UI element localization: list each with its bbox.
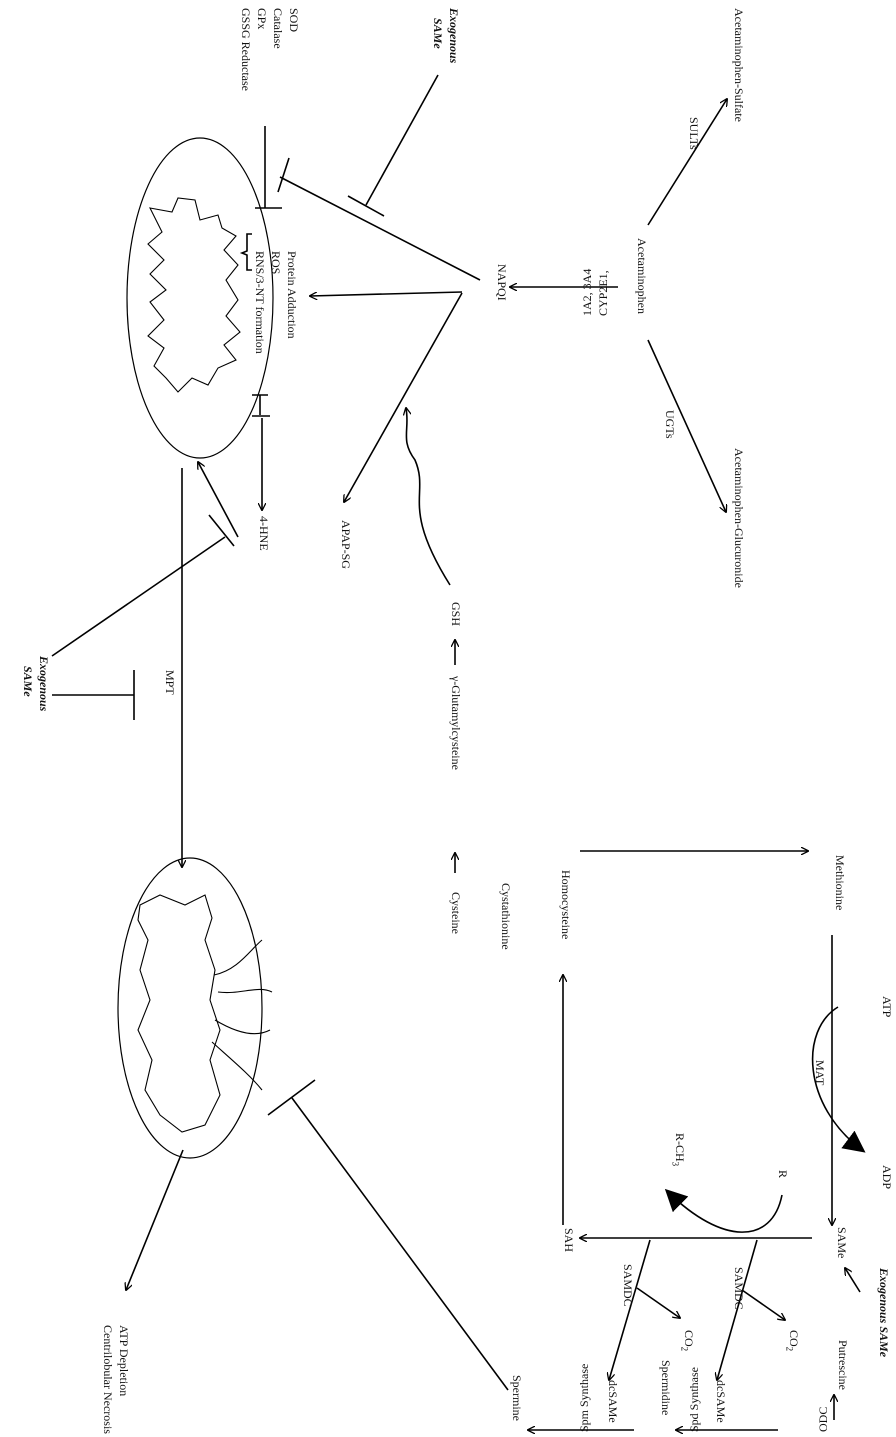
label-gssg-reductase: GSSG Reductase [239, 8, 252, 91]
label-putrescine: Putrescine [836, 1340, 849, 1390]
label-glutamylcysteine: γ-Glutamylcysteine [449, 676, 462, 770]
label-sah: SAH [562, 1228, 575, 1252]
label-atp: ATP [880, 996, 893, 1017]
label-cystathionine: Cystathionine [499, 883, 512, 950]
label-apap-glucuronide: Acetaminophen-Glucuronide [732, 448, 745, 588]
label-gsh: GSH [449, 602, 462, 626]
arrow-samdc-top [717, 1240, 757, 1380]
label-mat: MAT [813, 1060, 826, 1085]
label-ugts: UGTs [663, 410, 676, 439]
label-ros: ROS [269, 251, 282, 274]
inhibit-napqi-to-antioxidants [280, 177, 480, 280]
label-sults: SULTs [687, 117, 700, 150]
label-exogenous-top-1: Exogenous [447, 8, 460, 63]
label-co2-bottom: CO2 [679, 1330, 695, 1351]
label-spm-synthase: Spm Synthase [578, 1364, 591, 1432]
inhibit-bar-spermine [268, 1080, 315, 1115]
label-adp: ADP [880, 1165, 893, 1189]
ros-bracket-top [242, 234, 252, 270]
arrow-napqi-to-protein-adduction [310, 292, 462, 296]
label-sod: SOD [287, 8, 300, 32]
label-r-ch3: R-CH3 [670, 1133, 686, 1166]
arrow-gsh-to-napqi [406, 408, 450, 585]
label-catalase: Catalase [271, 8, 284, 49]
damaged-mitochondrion-membrane [138, 895, 220, 1132]
label-exogenous-bottom-2: SAMe [21, 666, 34, 697]
arrow-to-atp-depletion [126, 1150, 183, 1290]
label-apap-sg: APAP-SG [339, 520, 352, 569]
label-4hne: 4-HNE [257, 516, 270, 551]
arrow-napqi-to-apap-sg [344, 293, 462, 502]
arrow-to-glucuronide [648, 340, 726, 512]
label-methionine: Methionine [833, 855, 846, 910]
label-homocysteine: Homocysteine [559, 870, 572, 939]
label-gpx: GPx [255, 8, 268, 29]
label-samdc-bottom: SAMDC [621, 1264, 634, 1307]
arrow-co2-bottom [637, 1288, 680, 1318]
label-co2-top: CO2 [784, 1330, 800, 1351]
label-apap-sulfate: Acetaminophen-Sulfate [732, 8, 745, 122]
label-mpt: MPT [163, 670, 176, 695]
arrow-co2-top [742, 1290, 785, 1320]
label-same: SAMe [835, 1227, 848, 1258]
label-spermine: Spermine [510, 1375, 523, 1421]
label-dcsame-bottom: dcSAMe [606, 1380, 619, 1423]
label-spd-synthase: Spd Synthase [688, 1367, 701, 1432]
label-exogenous-same-right: Exogenous SAMe [877, 1268, 890, 1357]
arrow-r-to-rch3 [668, 1192, 782, 1232]
label-odc: ODC [817, 1407, 830, 1432]
label-atp-depletion: ATP Depletion [117, 1325, 130, 1396]
label-cyp-line2: 1A2, 3A4 [581, 269, 594, 316]
intact-mitochondrion [127, 138, 273, 458]
label-cysteine: Cysteine [449, 892, 462, 934]
label-rns: RNS/3-NT formation [253, 251, 266, 354]
label-r: R [776, 1170, 789, 1178]
label-exogenous-bottom-1: Exogenous [37, 656, 50, 711]
label-spermidine: Spermidine [659, 1360, 672, 1415]
arrow-exogenous-to-same [845, 1268, 860, 1292]
label-protein-adduction: Protein Adduction [285, 251, 298, 339]
inhibit-bar-exogenous-mid [209, 515, 234, 546]
inhibit-bar-napqi [278, 158, 289, 192]
intact-mitochondrion-cristae [148, 198, 240, 392]
inhibit-line-top-exogenous [366, 75, 438, 205]
released-content-4 [212, 1042, 262, 1090]
label-centrilobular-necrosis: Centrilobular Necrosis [101, 1325, 114, 1434]
label-dcsame-top: dcSAMe [714, 1380, 727, 1423]
label-exogenous-top-2: SAMe [431, 18, 444, 49]
label-napqi: NAPQI [495, 264, 508, 301]
inhibit-line-spermine [292, 1098, 508, 1390]
released-content-2 [218, 989, 272, 992]
inhibit-bar-top-exogenous [348, 196, 384, 216]
released-content-1 [214, 940, 262, 975]
label-samdc-top: SAMDC [732, 1267, 745, 1310]
arrow-samdc-bottom [609, 1240, 650, 1380]
label-cyp-line1: CYP2E1, [597, 270, 610, 316]
label-acetaminophen: Acetaminophen [635, 238, 648, 314]
inhibit-line-exogenous-mid [52, 537, 225, 656]
